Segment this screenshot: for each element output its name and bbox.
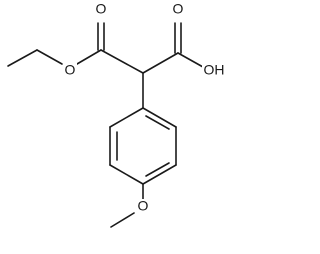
bond-ring-4-5 xyxy=(109,164,144,185)
bond-ethyl-ch3-ch2 xyxy=(7,49,38,67)
bond-layer xyxy=(7,22,204,228)
bond-ch-to-acid-carbonyl xyxy=(142,52,179,74)
ester-oxygen-label: O xyxy=(65,62,76,78)
acid-hydroxyl-label: OH xyxy=(204,62,225,78)
bond-ring-1-2 xyxy=(142,107,177,128)
acid-hydroxyl-mask xyxy=(202,63,226,79)
methoxy-oxygen-mask xyxy=(136,199,150,215)
bond-ring-3-4 xyxy=(142,164,177,185)
ester-carbonyl-oxygen-label: O xyxy=(96,1,107,17)
bond-acid-carbonyl-to-hydroxyl xyxy=(177,52,204,68)
methoxy-oxygen-label: O xyxy=(138,198,149,214)
bond-ester-carbonyl-to-ch xyxy=(100,49,144,74)
bond-ring-6-1 xyxy=(109,107,144,128)
acid-carbonyl-oxygen-label: O xyxy=(173,1,184,17)
acid-carbonyl-oxygen-mask xyxy=(171,1,185,17)
ester-oxygen-mask xyxy=(63,63,77,79)
bond-ring-inner-3-4 xyxy=(145,162,170,177)
bond-ethyl-ch2-oxygen xyxy=(36,49,63,65)
ester-carbonyl-oxygen-mask xyxy=(94,1,108,17)
bond-ring-inner-1-2 xyxy=(145,115,170,130)
atom-label-layer: O O O OH O xyxy=(63,1,226,215)
bond-ester-oxygen-carbonyl xyxy=(76,49,102,65)
chemical-structure-diagram: O O O OH O xyxy=(7,1,226,228)
bond-methoxy-oxygen-to-ch3 xyxy=(110,212,135,228)
